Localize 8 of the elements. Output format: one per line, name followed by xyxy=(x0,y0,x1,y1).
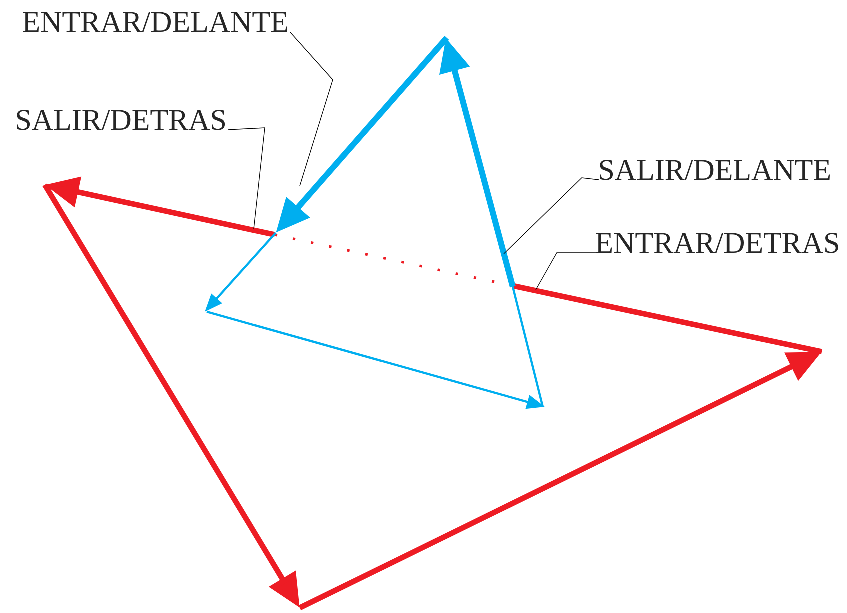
leader-line xyxy=(228,128,266,230)
leader-line xyxy=(290,32,334,186)
callout-text: SALIR/DELANTE xyxy=(600,160,830,180)
leader-line xyxy=(536,252,596,290)
callout-text: ENTRAR/DETRAS xyxy=(596,233,838,254)
leader-line xyxy=(504,178,600,254)
callout-text: ENTRAR/DELANTE xyxy=(23,12,288,32)
callout-text: SALIR/DETRAS xyxy=(17,110,226,130)
